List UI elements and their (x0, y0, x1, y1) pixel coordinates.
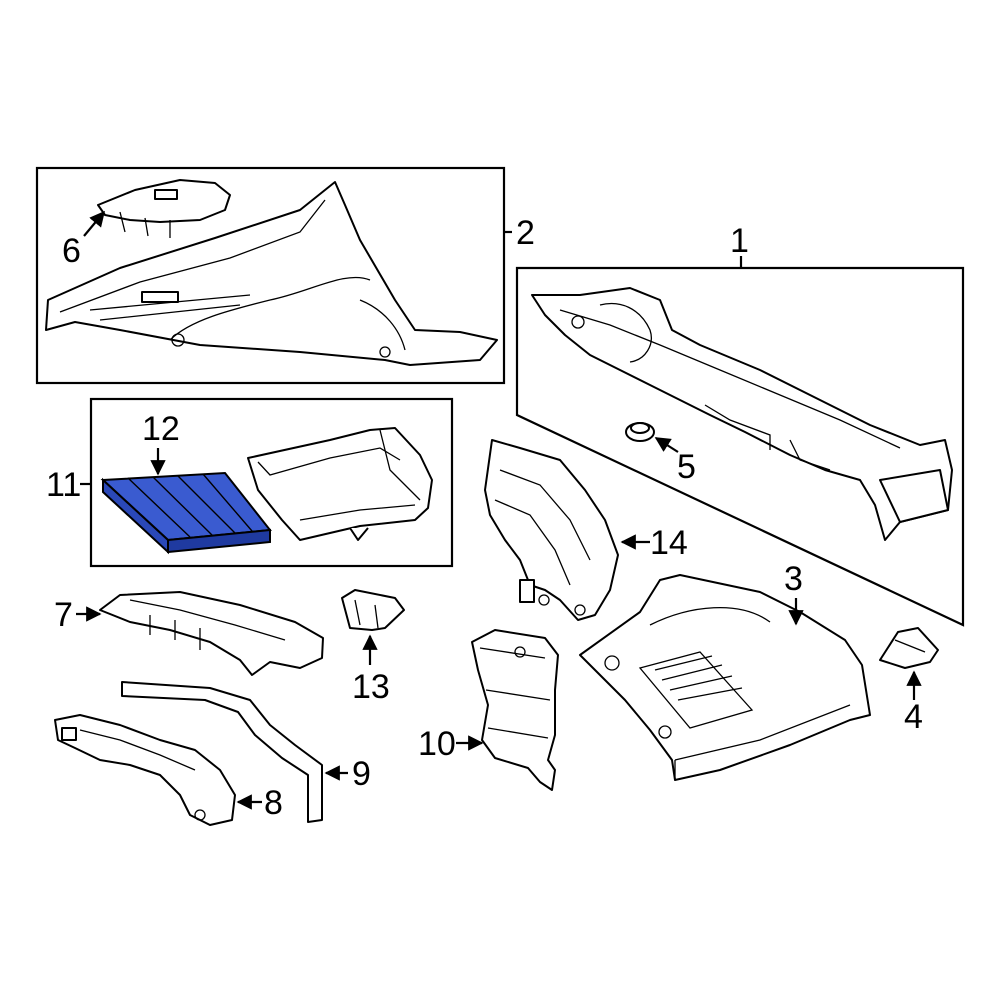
callout-4: 4 (904, 698, 923, 736)
part-13-bracket (341, 589, 405, 631)
callout-8: 8 (264, 784, 283, 822)
callout-6: 6 (62, 232, 81, 270)
part-4-clip (879, 627, 939, 669)
callout-3: 3 (784, 560, 803, 598)
callout-7: 7 (54, 596, 73, 634)
part-10-duct (471, 629, 559, 791)
group-box-11 (89, 397, 454, 568)
callout-13: 13 (352, 668, 390, 706)
part-12-cabin-air-filter (100, 471, 272, 555)
callout-2: 2 (516, 214, 535, 252)
callout-14: 14 (650, 524, 688, 562)
part-2-cowl-cover (45, 181, 498, 366)
part-14-air-duct (484, 439, 619, 621)
callout-12: 12 (142, 410, 180, 448)
part-3-lower-cover (579, 574, 871, 781)
part-11-filter-housing (247, 427, 433, 541)
callout-10: 10 (418, 725, 456, 763)
group-box-1 (515, 266, 965, 627)
callout-11: 11 (46, 466, 81, 504)
part-9-seal-strip (121, 681, 323, 823)
callout-9: 9 (352, 755, 371, 793)
callout-5: 5 (677, 448, 696, 486)
callout-1: 1 (730, 222, 749, 260)
part-6-clip (97, 179, 231, 238)
part-1-cowl-panel (531, 287, 953, 541)
part-8-lower-bracket (54, 714, 236, 826)
group-box-2 (35, 166, 506, 385)
part-5-grommet (625, 422, 655, 442)
part-7-bracket (99, 591, 324, 676)
